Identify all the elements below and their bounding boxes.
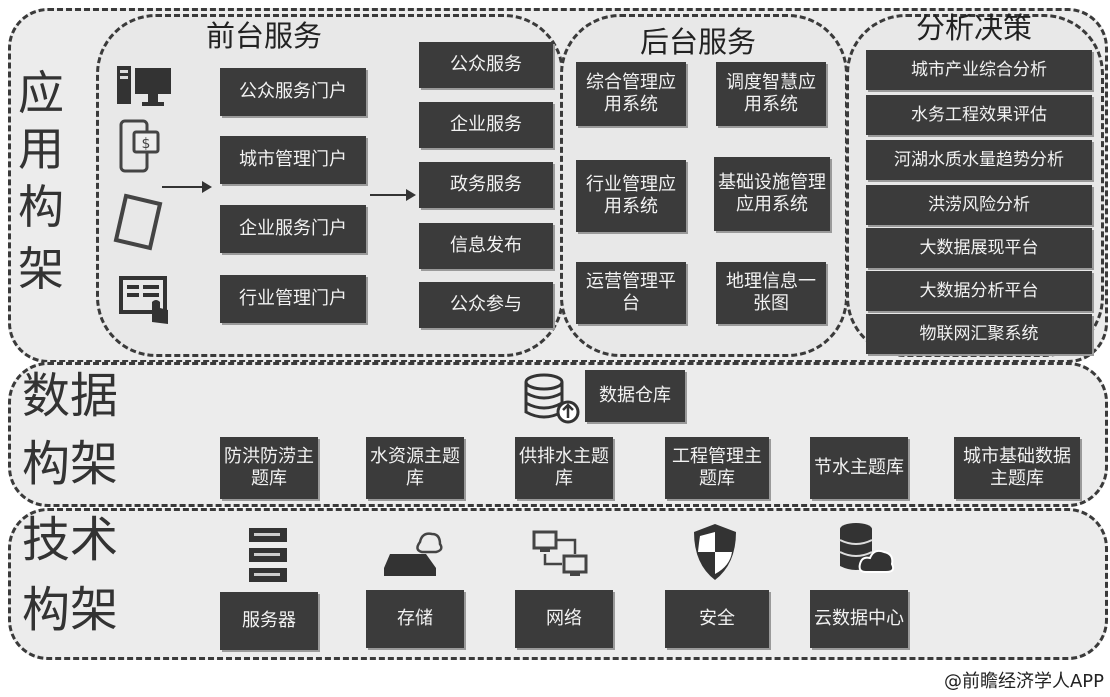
tech-label-line-2: 构架 [22,582,119,638]
portal-box-enterprise: 企业服务门户 [220,205,366,253]
tech-box-cloud-dc: 云数据中心 [810,590,908,648]
backend-system-operations: 运营管理平台 [576,262,686,324]
database-icon [524,373,580,424]
devices-to-portals-arrow [162,181,212,193]
backend-system-integrated: 综合管理应用系统 [576,62,686,126]
analysis-title: 分析决策 [916,11,1033,45]
service-box-government: 政务服务 [419,162,553,208]
theme-box-city-base: 城市基础数据主题库 [954,437,1080,499]
tech-box-network: 网络 [515,590,613,648]
theme-box-water-resource: 水资源主题库 [366,437,464,499]
analysis-item-2: 水务工程效果评估 [866,95,1092,135]
app-label-3: 构 [18,180,64,234]
server-rack-icon [249,528,287,582]
analysis-item-1: 城市产业综合分析 [866,50,1092,90]
backend-title: 后台服务 [640,25,757,59]
analysis-item-6: 大数据分析平台 [866,271,1092,311]
data-warehouse-box: 数据仓库 [585,370,685,422]
theme-box-water-supply: 供排水主题库 [515,437,613,499]
portal-box-city: 城市管理门户 [220,136,366,184]
backend-system-infrastructure: 基础设施管理应用系统 [714,157,830,231]
theme-box-engineering: 工程管理主题库 [665,437,769,499]
service-box-info-release: 信息发布 [419,223,553,269]
theme-box-water-saving: 节水主题库 [810,437,908,499]
network-icon [532,530,588,576]
service-box-participation: 公众参与 [419,282,553,328]
theme-box-flood: 防洪防涝主题库 [220,437,318,499]
analysis-item-4: 洪涝风险分析 [866,185,1092,225]
backend-system-gis: 地理信息一张图 [716,262,826,324]
cloud-data-center-icon [839,523,895,573]
analysis-item-5: 大数据展现平台 [866,228,1092,268]
mobile-payment-icon: $ [119,119,160,173]
tech-box-storage: 存储 [366,590,464,648]
backend-system-industry: 行业管理应用系统 [576,160,686,232]
tablet-icon [113,193,163,251]
source-credit: @前瞻经济学人APP [943,671,1104,692]
app-label-1: 应 [18,66,64,120]
service-box-public: 公众服务 [419,42,553,88]
portals-to-services-arrow [370,189,416,201]
frontend-title: 前台服务 [206,19,323,53]
data-label-line-2: 构架 [22,436,119,492]
security-shield-icon [694,524,736,580]
backend-system-dispatch: 调度智慧应用系统 [716,62,826,126]
data-label-line-1: 数据 [22,368,119,424]
analysis-item-3: 河湖水质水量趋势分析 [866,140,1092,180]
svg-text:$: $ [142,136,151,152]
service-box-enterprise: 企业服务 [419,102,553,148]
portal-box-public: 公众服务门户 [220,68,366,116]
desktop-computer-icon [117,66,171,106]
tech-box-server: 服务器 [220,592,318,650]
tech-box-security: 安全 [665,590,769,648]
app-label-4: 架 [18,242,64,296]
tech-label-line-1: 技术 [22,512,119,568]
touch-screen-icon [119,276,168,324]
analysis-item-7: 物联网汇聚系统 [866,314,1092,354]
portal-box-industry: 行业管理门户 [220,275,366,323]
storage-icon [384,532,443,576]
app-label-2: 用 [18,122,64,176]
